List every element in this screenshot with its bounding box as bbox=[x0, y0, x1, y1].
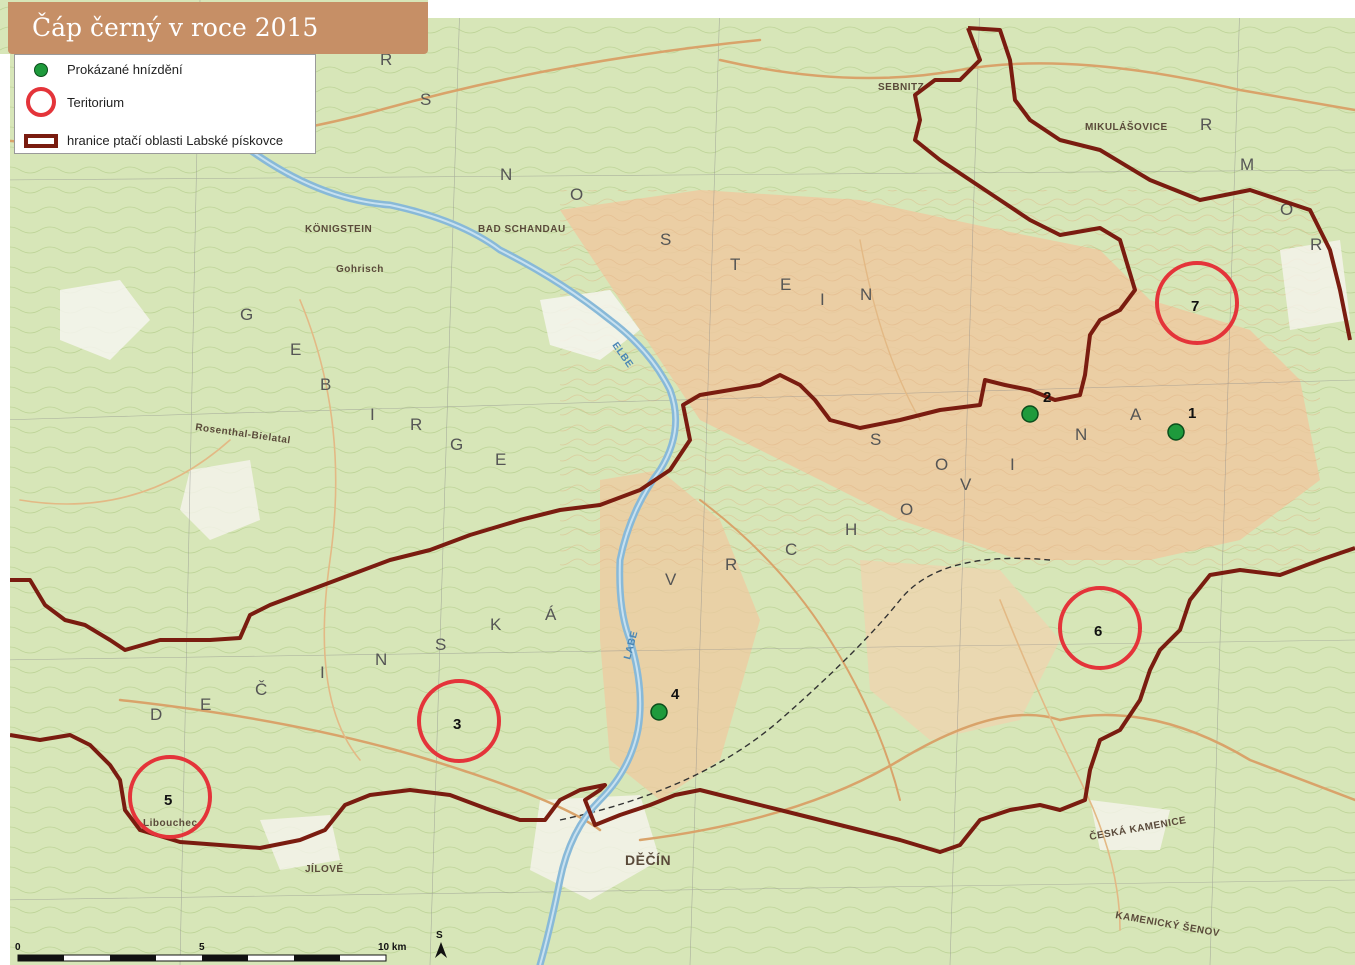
svg-text:A: A bbox=[1130, 405, 1142, 424]
place-jilove: JÍLOVÉ bbox=[305, 862, 344, 875]
scale-zero: 0 bbox=[15, 942, 21, 953]
place-sebnitz: SEBNITZ bbox=[878, 82, 924, 93]
nest-4-label: 4 bbox=[671, 686, 680, 703]
legend-row-territory: Teritorium bbox=[15, 87, 124, 117]
nest-1[interactable] bbox=[1167, 423, 1185, 441]
svg-text:B: B bbox=[320, 375, 331, 394]
legend-territory-label: Teritorium bbox=[67, 94, 125, 110]
open-area bbox=[260, 815, 340, 870]
north-arrow-icon bbox=[435, 942, 447, 958]
map-title: Čáp černý v roce 2015 bbox=[8, 2, 428, 54]
svg-text:E: E bbox=[200, 695, 211, 714]
svg-text:G: G bbox=[240, 305, 253, 324]
svg-text:S: S bbox=[420, 90, 431, 109]
sandstone-contours bbox=[560, 190, 1320, 570]
open-area bbox=[540, 290, 640, 360]
nests: 1 2 4 bbox=[650, 389, 1196, 721]
svg-text:E: E bbox=[780, 275, 791, 294]
railway bbox=[559, 557, 1051, 821]
legend-row-boundary: hranice ptačí oblasti Labské pískovce bbox=[15, 133, 283, 148]
svg-text:N: N bbox=[375, 650, 387, 669]
svg-text:M: M bbox=[1240, 155, 1254, 174]
svg-text:R: R bbox=[725, 555, 737, 574]
svg-text:R: R bbox=[1200, 115, 1212, 134]
legend-territory-symbol bbox=[15, 87, 67, 117]
svg-text:C: C bbox=[785, 540, 797, 559]
scale-ten: 10 km bbox=[378, 942, 406, 953]
open-area bbox=[60, 280, 150, 360]
scale-bar: 0 5 10 km bbox=[15, 942, 406, 962]
svg-text:O: O bbox=[900, 500, 913, 519]
map-top-edge bbox=[428, 0, 1355, 18]
open-area bbox=[1090, 800, 1170, 850]
svg-text:R: R bbox=[410, 415, 422, 434]
svg-text:N: N bbox=[1075, 425, 1087, 444]
north-label: S bbox=[436, 930, 443, 941]
svg-text:V: V bbox=[960, 475, 972, 494]
svg-text:N: N bbox=[860, 285, 872, 304]
svg-text:R: R bbox=[1310, 235, 1322, 254]
svg-text:H: H bbox=[845, 520, 857, 539]
territory-7[interactable] bbox=[1155, 261, 1239, 345]
territory-3[interactable] bbox=[417, 679, 501, 763]
territory-6[interactable] bbox=[1058, 586, 1142, 670]
territory-7-label: 7 bbox=[1191, 298, 1199, 315]
svg-text:G: G bbox=[450, 435, 463, 454]
place-bad-schandau: BAD SCHANDAU bbox=[478, 224, 566, 235]
legend-boundary-symbol bbox=[15, 133, 67, 148]
svg-text:I: I bbox=[370, 405, 375, 424]
territory-5[interactable] bbox=[128, 755, 212, 839]
svg-text:S: S bbox=[435, 635, 446, 654]
svg-text:E: E bbox=[495, 450, 506, 469]
legend-nest-label: Prokázané hnízdění bbox=[67, 62, 183, 77]
place-decin: DĚČÍN bbox=[625, 851, 671, 868]
svg-text:R: R bbox=[380, 50, 392, 69]
nest-2-label: 2 bbox=[1043, 389, 1051, 406]
svg-text:T: T bbox=[730, 255, 740, 274]
svg-text:K: K bbox=[490, 615, 502, 634]
north-arrow: S bbox=[435, 930, 447, 958]
place-konigstein: KÖNIGSTEIN bbox=[305, 222, 372, 235]
nest-1-label: 1 bbox=[1188, 405, 1196, 422]
svg-text:O: O bbox=[935, 455, 948, 474]
scale-five: 5 bbox=[199, 942, 205, 953]
svg-text:I: I bbox=[1010, 455, 1015, 474]
open-area bbox=[180, 460, 260, 540]
legend: Prokázané hnízdění Teritorium hranice pt… bbox=[14, 54, 316, 154]
map-left-edge bbox=[0, 54, 10, 965]
nest-2[interactable] bbox=[1021, 405, 1039, 423]
legend-nest-symbol bbox=[15, 62, 67, 77]
svg-text:Á: Á bbox=[545, 605, 557, 624]
river-elbe-center bbox=[249, 149, 677, 965]
svg-text:V: V bbox=[665, 570, 677, 589]
svg-text:E: E bbox=[290, 340, 301, 359]
roads bbox=[0, 38, 1355, 931]
bird-area-boundary-south bbox=[9, 546, 1355, 854]
territory-3-label: 3 bbox=[453, 716, 461, 733]
legend-boundary-label: hranice ptačí oblasti Labské pískovce bbox=[67, 133, 284, 148]
nest-4[interactable] bbox=[650, 703, 668, 721]
territory-6-label: 6 bbox=[1094, 623, 1102, 640]
svg-text:I: I bbox=[320, 663, 325, 682]
svg-text:O: O bbox=[570, 185, 583, 204]
legend-row-nest: Prokázané hnízdění bbox=[15, 62, 183, 77]
svg-text:S: S bbox=[660, 230, 671, 249]
territories: 7 6 3 5 bbox=[128, 261, 1239, 839]
bird-area-boundary-north bbox=[10, 26, 1352, 652]
svg-text:I: I bbox=[820, 290, 825, 309]
territory-5-label: 5 bbox=[164, 792, 172, 809]
place-gohrisch: Gohrisch bbox=[336, 264, 384, 275]
place-libouchec: Libouchec bbox=[143, 818, 198, 829]
svg-text:Č: Č bbox=[255, 680, 267, 699]
svg-text:D: D bbox=[150, 705, 162, 724]
svg-text:S: S bbox=[870, 430, 881, 449]
svg-text:N: N bbox=[500, 165, 512, 184]
place-mikulasovice: MIKULÁŠOVICE bbox=[1085, 120, 1168, 133]
